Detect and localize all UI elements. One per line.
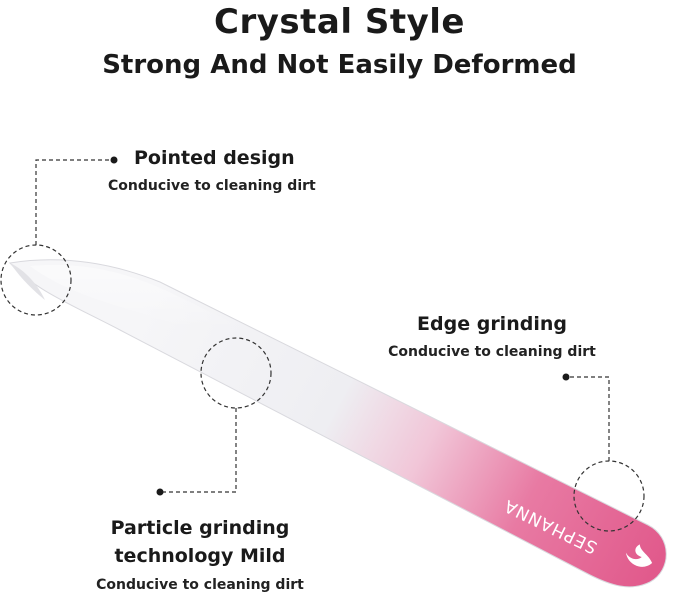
page-subtitle: Strong And Not Easily Deformed	[102, 50, 577, 80]
glass-highlight	[30, 265, 400, 405]
annotation-dot	[156, 488, 164, 496]
feature-pointed-design-title: Pointed design	[134, 147, 295, 169]
annotation-pointed-design	[0, 159, 112, 316]
annotation-particle-grinding	[162, 337, 272, 493]
feature-pointed-design-desc: Conducive to cleaning dirt	[108, 178, 316, 194]
feature-edge-grinding-title: Edge grinding	[417, 313, 567, 335]
feature-particle-grinding-desc: Conducive to cleaning dirt	[96, 577, 304, 593]
annotation-edge-grinding	[568, 376, 645, 532]
feature-particle-grinding-title-line2: technology Mild	[114, 545, 286, 567]
pointed-tip	[10, 263, 45, 300]
flame-logo-icon	[625, 544, 653, 567]
feature-particle-grinding-title: Particle grinding	[110, 517, 290, 539]
annotation-dot	[110, 156, 118, 164]
nail-file-body	[8, 259, 667, 588]
feature-edge-grinding-desc: Conducive to cleaning dirt	[388, 344, 596, 360]
page-title: Crystal Style	[214, 2, 465, 42]
annotation-dot	[562, 373, 570, 381]
